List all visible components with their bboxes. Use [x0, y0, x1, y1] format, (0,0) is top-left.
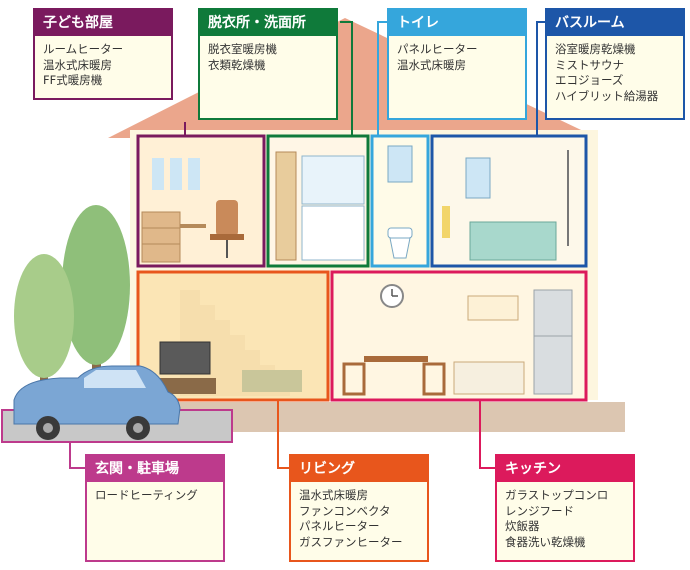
label-kitchen: キッチン ガラストップコンロレンジフード炊飯器食器洗い乾燥機 — [495, 454, 635, 562]
list-item: FF式暖房機 — [43, 73, 103, 87]
list-item: ガスファンヒーター — [299, 534, 403, 549]
tree-icon — [14, 205, 130, 410]
label-datsui-list: 脱衣室暖房機衣類乾燥機 — [200, 36, 336, 77]
label-bath-title: バスルーム — [547, 10, 683, 36]
label-living-list: 温水式床暖房ファンコンベクタパネルヒーターガスファンヒーター — [291, 482, 427, 554]
label-bath-list: 浴室暖房乾燥機ミストサウナエコジョーズハイブリット給湯器 — [547, 36, 683, 108]
room-living — [136, 270, 330, 402]
label-kodomo-title: 子ども部屋 — [35, 10, 171, 36]
label-genkan-list: ロードヒーティング — [87, 482, 223, 508]
room-datsui — [266, 134, 370, 268]
room-toilet — [370, 134, 430, 268]
list-item: 食器洗い乾燥機 — [505, 534, 586, 549]
label-toilet-list: パネルヒーター温水式床暖房 — [389, 36, 525, 77]
label-bath: バスルーム 浴室暖房乾燥機ミストサウナエコジョーズハイブリット給湯器 — [545, 8, 685, 120]
clock-icon — [380, 284, 404, 308]
bathtub-icon — [469, 221, 557, 261]
label-genkan: 玄関・駐車場 ロードヒーティング — [85, 454, 225, 562]
car-icon — [13, 365, 181, 440]
tv-icon — [156, 341, 216, 394]
list-item: 温水式床暖房 — [397, 57, 466, 72]
list-item: ミストサウナ — [555, 57, 624, 72]
refrigerator-icon — [533, 289, 573, 395]
list-item: ルームヒーター — [43, 42, 124, 56]
list-item: レンジフード — [505, 503, 574, 518]
label-living-title: リビング — [291, 456, 427, 482]
list-item: ファンコンベクタ — [299, 503, 391, 518]
label-toilet: トイレ パネルヒーター温水式床暖房 — [387, 8, 527, 120]
label-kitchen-list: ガラストップコンロレンジフード炊飯器食器洗い乾燥機 — [497, 482, 633, 554]
list-item: ハイブリット給湯器 — [555, 88, 659, 103]
list-item: 温水式床暖房 — [43, 57, 112, 72]
label-toilet-title: トイレ — [389, 10, 525, 36]
label-genkan-title: 玄関・駐車場 — [87, 456, 223, 482]
label-datsui-title: 脱衣所・洗面所 — [200, 10, 336, 36]
list-item: 浴室暖房乾燥機 — [555, 42, 636, 56]
room-kodomo — [136, 134, 266, 268]
room-bath — [430, 134, 588, 268]
list-item: 衣類乾燥機 — [208, 57, 266, 72]
label-datsui: 脱衣所・洗面所 脱衣室暖房機衣類乾燥機 — [198, 8, 338, 120]
list-item: エコジョーズ — [555, 73, 624, 87]
list-item: ロードヒーティング — [95, 488, 198, 502]
label-living: リビング 温水式床暖房ファンコンベクタパネルヒーターガスファンヒーター — [289, 454, 429, 562]
list-item: 温水式床暖房 — [299, 488, 368, 502]
toilet-icon — [387, 227, 413, 259]
list-item: ガラストップコンロ — [505, 488, 609, 502]
room-kitchen — [330, 270, 588, 402]
list-item: パネルヒーター — [299, 519, 380, 533]
list-item: パネルヒーター — [397, 42, 478, 56]
list-item: 脱衣室暖房機 — [208, 42, 277, 56]
label-kitchen-title: キッチン — [497, 456, 633, 482]
list-item: 炊飯器 — [505, 519, 540, 533]
